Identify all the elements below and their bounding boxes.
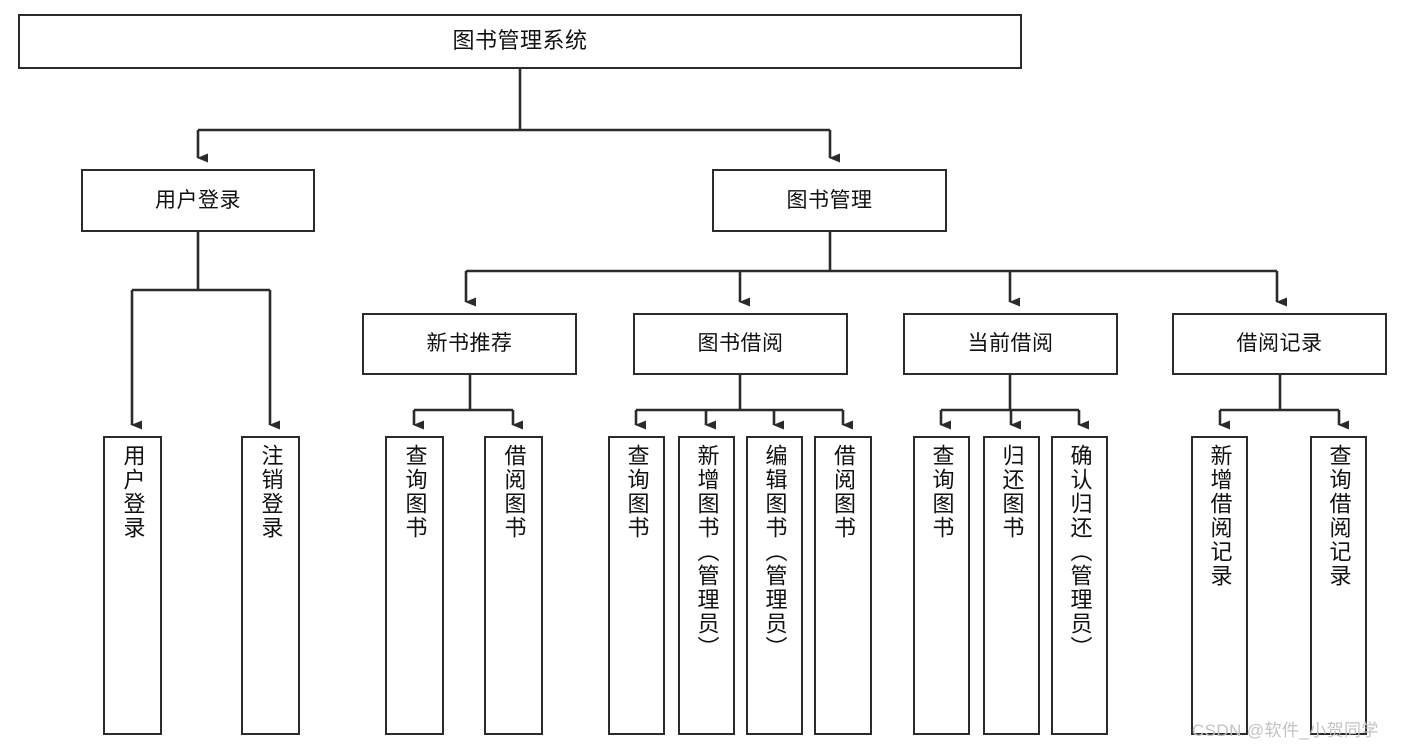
node-leaf-borrow-book-1[interactable]: 借阅图书 (484, 436, 543, 735)
node-label: 借阅记录 (1236, 332, 1323, 356)
watermark-csdn: CSDN @软件_小贺同学 (1192, 721, 1379, 740)
node-label: 借阅图书 (501, 444, 527, 540)
node-label: 查询图书 (402, 444, 428, 540)
node-leaf-query-borrow-record[interactable]: 查询借阅记录 (1310, 436, 1367, 735)
node-leaf-return-book[interactable]: 归还图书 (983, 436, 1040, 735)
node-label: 查询图书 (929, 444, 955, 540)
node-label: 注销登录 (258, 444, 284, 540)
node-book-borrow[interactable]: 图书借阅 (633, 313, 848, 375)
node-leaf-add-book-admin[interactable]: 新增图书（管理员） (678, 436, 735, 735)
node-leaf-borrow-book-2[interactable]: 借阅图书 (814, 436, 872, 735)
node-label: 新书推荐 (426, 332, 513, 356)
node-label: 图书管理系统 (452, 28, 588, 54)
node-borrow-record[interactable]: 借阅记录 (1172, 313, 1387, 375)
node-label: 用户登录 (120, 444, 146, 540)
node-current-borrow[interactable]: 当前借阅 (903, 313, 1118, 375)
node-label: 查询图书 (624, 444, 650, 540)
node-label: 新增图书（管理员） (694, 444, 720, 660)
node-leaf-edit-book-admin[interactable]: 编辑图书（管理员） (746, 436, 803, 735)
node-leaf-query-book-1[interactable]: 查询图书 (385, 436, 444, 735)
node-leaf-add-borrow-record[interactable]: 新增借阅记录 (1191, 436, 1248, 735)
node-label: 确认归还（管理员） (1067, 444, 1093, 660)
node-root-图书管理系统[interactable]: 图书管理系统 (18, 14, 1022, 69)
node-leaf-query-book-3[interactable]: 查询图书 (913, 436, 970, 735)
node-user-login[interactable]: 用户登录 (81, 169, 315, 232)
node-leaf-logout[interactable]: 注销登录 (241, 436, 300, 735)
node-label: 图书借阅 (697, 332, 784, 356)
node-label: 借阅图书 (831, 444, 856, 540)
node-label: 归还图书 (999, 444, 1025, 540)
node-label: 图书管理 (786, 188, 873, 212)
node-label: 当前借阅 (967, 332, 1054, 356)
node-new-book-recommend[interactable]: 新书推荐 (362, 313, 577, 375)
node-label: 编辑图书（管理员） (762, 444, 788, 660)
node-label: 用户登录 (155, 188, 241, 212)
node-leaf-query-book-2[interactable]: 查询图书 (608, 436, 665, 735)
node-label: 查询借阅记录 (1326, 444, 1352, 588)
node-label: 新增借阅记录 (1207, 444, 1233, 588)
node-leaf-user-login[interactable]: 用户登录 (103, 436, 162, 735)
node-book-manage[interactable]: 图书管理 (712, 169, 947, 232)
node-leaf-confirm-return-admin[interactable]: 确认归还（管理员） (1051, 436, 1108, 735)
